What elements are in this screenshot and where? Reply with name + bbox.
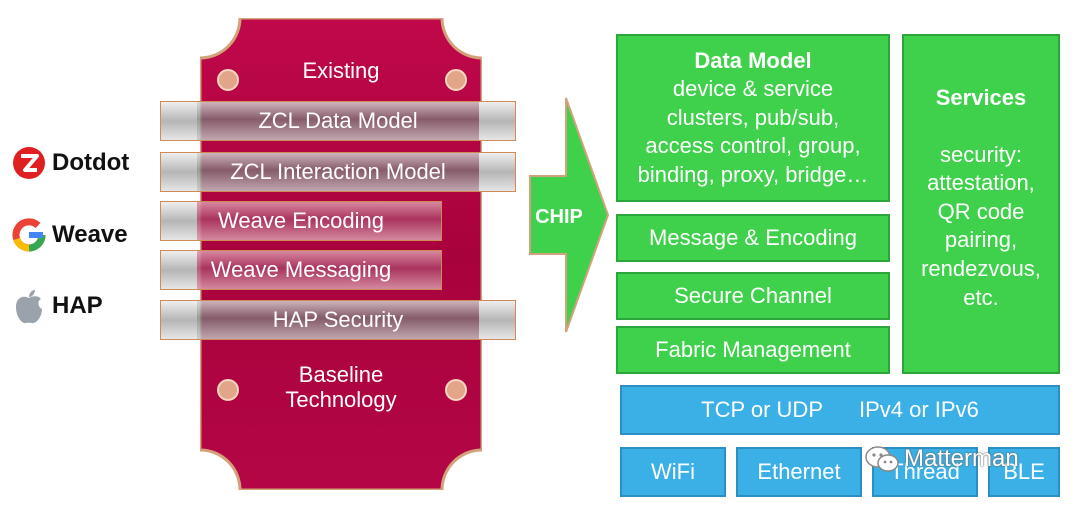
- wechat-icon: [865, 446, 899, 472]
- brand-hap-label: HAP: [52, 292, 103, 319]
- secure-channel-label: Secure Channel: [674, 283, 832, 308]
- link-label: Thread: [890, 459, 960, 484]
- layer-weave-messaging: Weave Messaging: [160, 250, 442, 290]
- services-line: pairing,: [944, 227, 1018, 253]
- services-line: rendezvous,: [921, 255, 1041, 281]
- services-line: attestation,: [927, 170, 1035, 196]
- watermark: Matterman: [864, 444, 1019, 474]
- chip-arrow-icon: [529, 97, 610, 333]
- layer-label: HAP Security: [272, 307, 404, 332]
- services-title: Services: [935, 85, 1027, 110]
- message-encoding-box: Message & Encoding: [616, 214, 890, 262]
- layer-weave-encoding: Weave Encoding: [160, 201, 442, 241]
- data-model-line: access control, group,: [645, 133, 861, 159]
- transport-left-label: TCP or UDP: [701, 397, 823, 422]
- layer-zcl-interaction-model: ZCL Interaction Model: [160, 152, 516, 192]
- watermark-label: Matterman: [904, 445, 1019, 472]
- layer-label: Weave Encoding: [218, 208, 384, 233]
- services-line: security:: [940, 141, 1022, 167]
- fabric-management-box: Fabric Management: [616, 326, 890, 374]
- services-box: Services security: attestation, QR code …: [902, 34, 1060, 374]
- brand-weave: Weave: [12, 218, 128, 252]
- link-label: WiFi: [651, 459, 695, 484]
- link-label: Ethernet: [757, 459, 841, 484]
- brand-hap: HAP: [12, 289, 103, 324]
- data-model-line: device & service: [672, 76, 834, 102]
- data-model-line: clusters, pub/sub,: [666, 104, 840, 130]
- rivet-icon: [217, 69, 467, 401]
- transport-right-label: IPv4 or IPv6: [859, 397, 979, 422]
- layer-hap-security: HAP Security: [160, 300, 516, 340]
- data-model-box: Data Model device & service clusters, pu…: [616, 34, 890, 202]
- apple-icon: [12, 289, 46, 324]
- data-model-title: Data Model: [694, 47, 812, 73]
- services-line: etc.: [963, 284, 999, 310]
- link-ethernet-box: Ethernet: [736, 447, 862, 497]
- existing-label: Existing: [302, 58, 380, 83]
- secure-channel-box: Secure Channel: [616, 272, 890, 320]
- layer-label: ZCL Interaction Model: [230, 159, 446, 184]
- layer-label: Weave Messaging: [210, 257, 392, 282]
- transport-box: TCP or UDP IPv4 or IPv6: [620, 385, 1060, 435]
- brand-dotdot-label: Dotdot: [52, 149, 130, 176]
- link-wifi-box: WiFi: [620, 447, 726, 497]
- google-g-icon: [12, 218, 46, 252]
- services-line: QR code: [937, 198, 1025, 224]
- layer-zcl-data-model: ZCL Data Model: [160, 101, 516, 141]
- link-label: BLE: [1003, 459, 1045, 484]
- link-ble-box: BLE: [988, 447, 1060, 497]
- brand-dotdot: Dotdot: [12, 146, 129, 180]
- layer-label: ZCL Data Model: [258, 108, 418, 133]
- data-model-line: binding, proxy, bridge…: [637, 161, 869, 187]
- chip-label: CHIP: [535, 206, 583, 228]
- message-encoding-label: Message & Encoding: [649, 225, 857, 250]
- brand-weave-label: Weave: [52, 221, 128, 248]
- fabric-management-label: Fabric Management: [655, 337, 851, 362]
- dotdot-z-icon: [12, 146, 46, 180]
